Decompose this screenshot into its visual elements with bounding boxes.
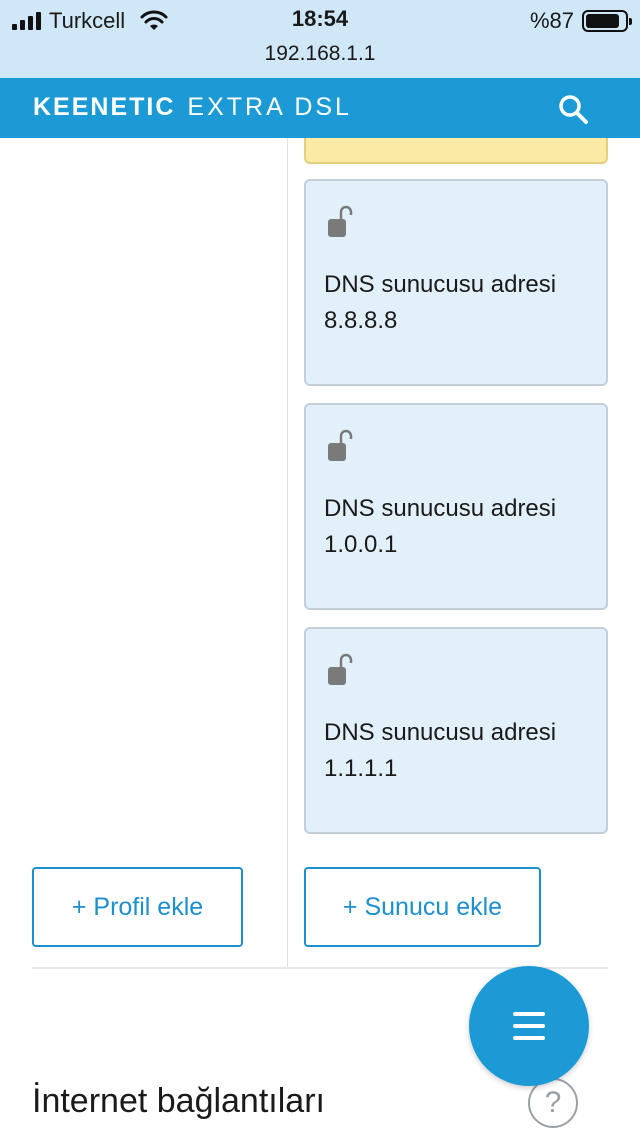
battery-icon (582, 10, 632, 32)
status-right: %87 (529, 8, 632, 34)
dns-server-label: DNS sunucusu adresi (324, 495, 557, 522)
dns-server-label: DNS sunucusu adresi (324, 271, 557, 298)
dns-server-card[interactable]: DNS sunucusu adresi 1.0.0.1 (304, 403, 608, 610)
add-profile-button[interactable]: + Profil ekle (32, 867, 243, 947)
add-server-button[interactable]: + Sunucu ekle (304, 867, 541, 947)
dns-server-address: 1.0.0.1 (324, 531, 398, 558)
dns-server-card[interactable]: DNS sunucusu adresi 1.1.1.1 (304, 627, 608, 834)
column-divider (287, 138, 288, 968)
unlock-icon (328, 653, 353, 685)
dns-server-card[interactable]: DNS sunucusu adresi 8.8.8.8 (304, 179, 608, 386)
section-title: İnternet bağlantıları (32, 1082, 325, 1120)
dns-server-address: 1.1.1.1 (324, 755, 398, 782)
brand-model: EXTRA DSL (187, 93, 352, 121)
dns-server-label: DNS sunucusu adresi (324, 719, 557, 746)
wifi-icon (140, 10, 168, 30)
search-icon[interactable] (556, 92, 590, 126)
brand-logo[interactable]: KEENETIC EXTRA DSL (33, 93, 352, 122)
battery-percent: %87 (529, 8, 574, 33)
help-icon: ? (544, 1086, 562, 1119)
unlock-icon (328, 429, 353, 461)
status-left: Turkcell (12, 8, 169, 34)
menu-icon (513, 1012, 545, 1040)
brand-name: KEENETIC (33, 93, 176, 121)
dns-server-address: 8.8.8.8 (324, 307, 398, 334)
app-header: KEENETIC EXTRA DSL (0, 78, 640, 138)
section-divider (32, 967, 608, 969)
menu-fab-button[interactable] (469, 966, 589, 1086)
warning-card (304, 138, 608, 164)
carrier-name: Turkcell (49, 8, 126, 33)
battery-fill (586, 14, 620, 28)
status-time: 18:54 (291, 6, 349, 31)
help-button[interactable]: ? (528, 1078, 578, 1128)
status-bar: Turkcell 18:54 192.168.1.1 %87 (0, 0, 640, 78)
unlock-icon (328, 205, 353, 237)
address-bar-url[interactable]: 192.168.1.1 (264, 42, 376, 65)
signal-icon (12, 12, 41, 30)
